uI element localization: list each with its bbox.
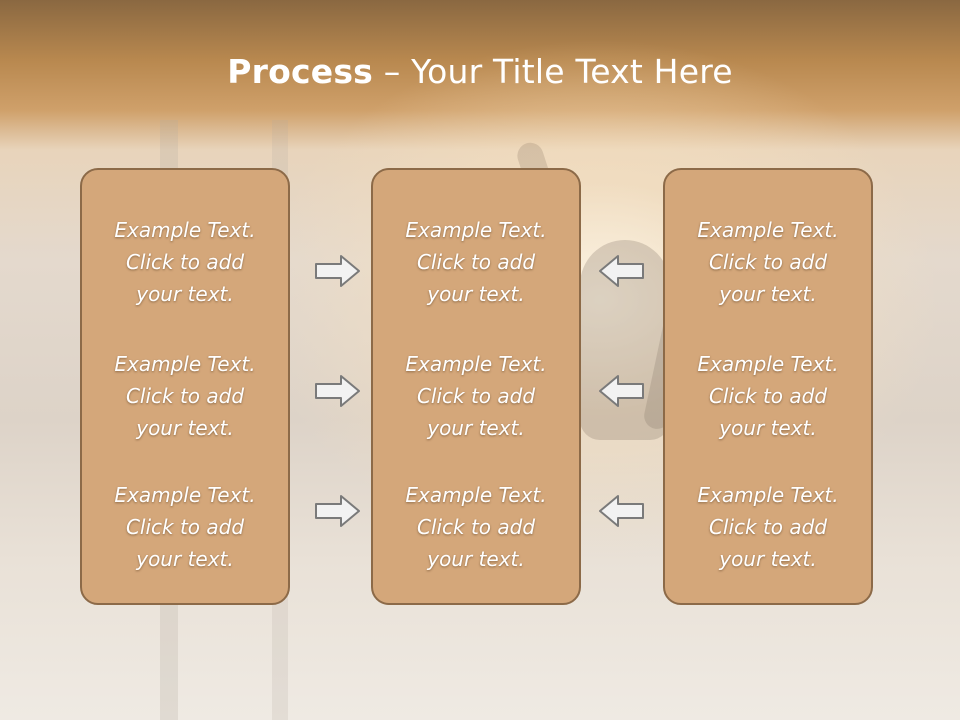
text-line: Click to add <box>416 515 536 539</box>
slide-title[interactable]: Process – Your Title Text Here <box>0 52 960 91</box>
arrow-left-icon[interactable] <box>597 493 645 529</box>
text-line: your text. <box>427 547 525 571</box>
text-line: Click to add <box>416 250 536 274</box>
process-box-right[interactable]: Example Text. Click to add your text. Ex… <box>663 168 873 605</box>
text-line: your text. <box>719 547 817 571</box>
text-line: your text. <box>719 416 817 440</box>
text-line: your text. <box>427 416 525 440</box>
process-box-left[interactable]: Example Text. Click to add your text. Ex… <box>80 168 290 605</box>
text-placeholder[interactable]: Example Text. Click to add your text. <box>665 348 871 444</box>
text-line: Example Text. <box>697 352 839 376</box>
text-line: Click to add <box>125 250 245 274</box>
text-placeholder[interactable]: Example Text. Click to add your text. <box>373 479 579 575</box>
text-line: your text. <box>136 282 234 306</box>
text-line: Example Text. <box>405 352 547 376</box>
text-placeholder[interactable]: Example Text. Click to add your text. <box>82 479 288 575</box>
text-placeholder[interactable]: Example Text. Click to add your text. <box>373 214 579 310</box>
text-line: Example Text. <box>114 352 256 376</box>
text-line: Example Text. <box>405 483 547 507</box>
text-line: Example Text. <box>697 218 839 242</box>
text-placeholder[interactable]: Example Text. Click to add your text. <box>665 479 871 575</box>
arrow-right-icon[interactable] <box>314 253 362 289</box>
text-line: Click to add <box>416 384 536 408</box>
arrow-right-icon[interactable] <box>314 493 362 529</box>
title-rest-text: – Your Title Text Here <box>373 52 733 91</box>
arrow-left-icon[interactable] <box>597 253 645 289</box>
text-line: Click to add <box>125 515 245 539</box>
text-line: your text. <box>136 547 234 571</box>
text-placeholder[interactable]: Example Text. Click to add your text. <box>373 348 579 444</box>
text-line: Example Text. <box>114 218 256 242</box>
process-box-center[interactable]: Example Text. Click to add your text. Ex… <box>371 168 581 605</box>
text-line: Example Text. <box>405 218 547 242</box>
text-line: Click to add <box>708 250 828 274</box>
text-line: Click to add <box>708 515 828 539</box>
text-line: Click to add <box>125 384 245 408</box>
title-bold-text: Process <box>227 52 374 91</box>
text-placeholder[interactable]: Example Text. Click to add your text. <box>665 214 871 310</box>
text-line: your text. <box>427 282 525 306</box>
text-placeholder[interactable]: Example Text. Click to add your text. <box>82 348 288 444</box>
text-line: your text. <box>136 416 234 440</box>
text-line: Example Text. <box>697 483 839 507</box>
text-line: Example Text. <box>114 483 256 507</box>
arrow-left-icon[interactable] <box>597 373 645 409</box>
text-line: your text. <box>719 282 817 306</box>
text-placeholder[interactable]: Example Text. Click to add your text. <box>82 214 288 310</box>
arrow-right-icon[interactable] <box>314 373 362 409</box>
text-line: Click to add <box>708 384 828 408</box>
